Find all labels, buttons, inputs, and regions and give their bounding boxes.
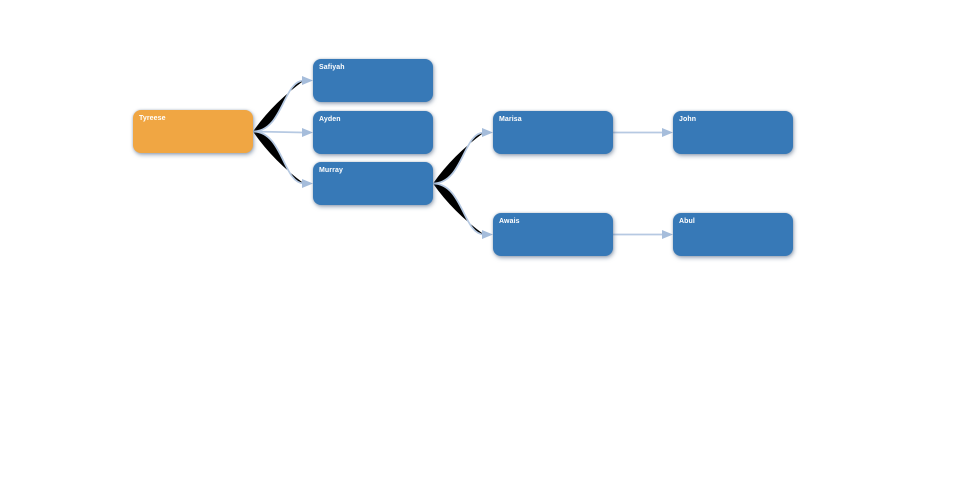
link-tyreese-safiyah-ribbon	[253, 80, 304, 132]
link-tyreese-ayden-line	[252, 130, 304, 134]
link-tyreese-ayden-arrowhead-icon	[302, 128, 313, 137]
link-murray-awais-arrowhead-icon	[482, 230, 493, 239]
node-label: John	[679, 116, 697, 123]
link-tyreese-safiyah-arrowhead-icon	[302, 76, 313, 85]
node-john[interactable]: John	[673, 111, 793, 154]
link-murray-marisa-ribbon	[433, 132, 484, 184]
node-label: Murray	[319, 167, 343, 174]
link-marisa-john-arrowhead-icon	[662, 128, 673, 137]
node-label: Awais	[499, 218, 520, 225]
link-murray-marisa-line	[432, 131, 485, 185]
node-marisa[interactable]: Marisa	[493, 111, 613, 154]
link-tyreese-murray-line	[252, 130, 305, 185]
node-awais[interactable]: Awais	[493, 213, 613, 256]
link-murray-marisa-arrowhead-icon	[482, 128, 493, 137]
link-tyreese-murray-arrowhead-icon	[302, 179, 313, 188]
link-murray-awais-ribbon	[433, 183, 484, 235]
link-awais-abul-arrowhead-icon	[662, 230, 673, 239]
node-label: Ayden	[319, 116, 341, 123]
node-label: Abul	[679, 218, 695, 225]
node-safiyah[interactable]: Safiyah	[313, 59, 433, 102]
node-murray[interactable]: Murray	[313, 162, 433, 205]
link-tyreese-safiyah-line	[252, 79, 305, 133]
link-tyreese-murray-ribbon	[253, 131, 304, 184]
node-label: Tyreese	[139, 115, 166, 122]
node-abul[interactable]: Abul	[673, 213, 793, 256]
node-ayden[interactable]: Ayden	[313, 111, 433, 154]
node-label: Marisa	[499, 116, 522, 123]
link-murray-awais-line	[432, 182, 485, 236]
node-label: Safiyah	[319, 64, 345, 71]
node-tyreese[interactable]: Tyreese	[133, 110, 253, 153]
